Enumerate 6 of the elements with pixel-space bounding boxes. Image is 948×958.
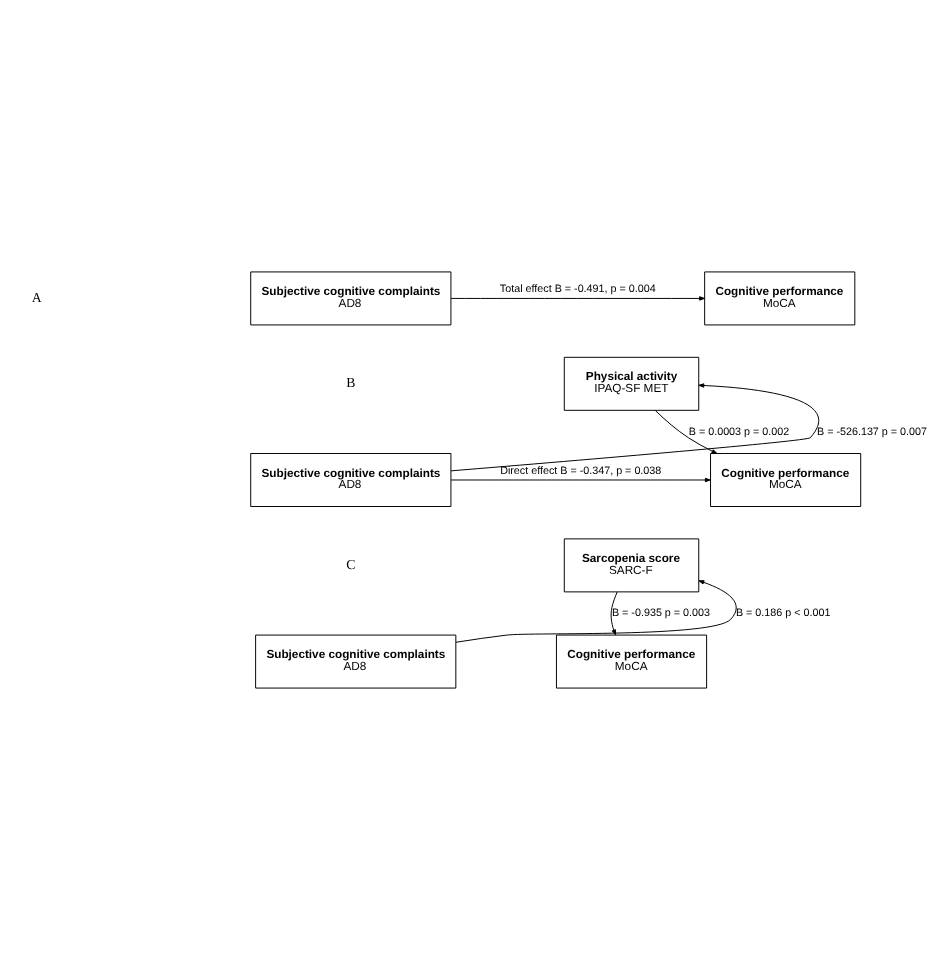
arrow (450, 476, 711, 482)
arrow (654, 409, 718, 453)
arrow (450, 382, 820, 471)
arrow (610, 590, 618, 635)
arrow (450, 295, 705, 300)
arrow (455, 579, 737, 642)
